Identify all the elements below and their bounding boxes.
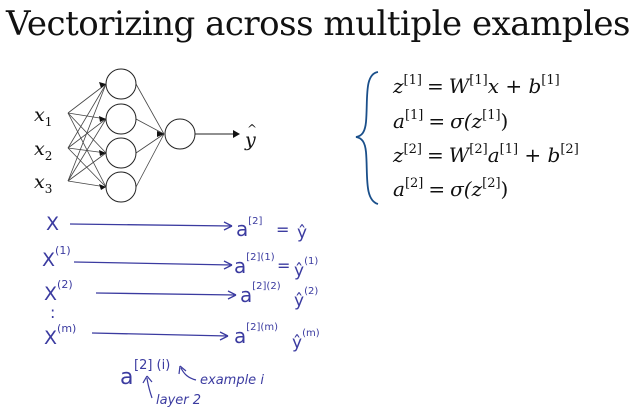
hand-x: X(1)	[42, 244, 71, 271]
hand-a: a[2](1)	[234, 252, 275, 278]
hand-a: a[2](2)	[240, 281, 281, 307]
equation-4: a[2]=σ(z[2])	[393, 176, 508, 201]
hand-x: X(m)	[44, 322, 76, 349]
hand-yhat: ŷ(m)	[292, 328, 320, 353]
hand-eq: =	[276, 220, 289, 239]
hidden-output-connections	[135, 83, 165, 188]
equation-3: z[2]=W[2]a[1] + b[2]	[392, 142, 579, 167]
input-x3: x3	[34, 171, 52, 196]
hidden-unit-3	[105, 137, 137, 169]
output-unit	[164, 118, 196, 150]
note-example-label: example i	[200, 373, 264, 388]
hand-row-4: X(m) a[2](m) ŷ(m)	[44, 322, 320, 353]
arrowheads	[99, 82, 164, 190]
equation-1: z[1]=W[1]x + b[1]	[392, 73, 560, 98]
hand-dots: :	[50, 303, 55, 322]
hand-x: X(2)	[44, 278, 73, 305]
hand-yhat: ŷ(2)	[294, 286, 318, 311]
hidden-unit-4	[105, 171, 137, 203]
hand-row-2: X(1) a[2](1) = ŷ(1)	[42, 244, 318, 281]
equation-block: z[1]=W[1]x + b[1] a[1]=σ(z[1]) z[2]=W[2]…	[392, 73, 579, 201]
notation-note: a [2] (i) example i layer 2	[120, 358, 264, 408]
handwritten-notes: X a[2] = ŷ X(1) a[2](1) = ŷ(1) X(2) a[2]…	[42, 213, 320, 408]
input-x2: x2	[34, 138, 52, 163]
input-labels: x1 x2 x3	[34, 104, 52, 196]
output-label: y ^	[244, 122, 257, 151]
output-y: y	[244, 129, 256, 151]
note-a: a	[120, 365, 133, 390]
hand-row-3: X(2) a[2](2) ŷ(2)	[44, 278, 318, 311]
neural-network-diagram	[67, 68, 240, 203]
input-hidden-connections	[67, 83, 107, 188]
hand-a: a[2](m)	[234, 322, 278, 348]
note-superscript: [2] (i)	[134, 358, 170, 373]
equation-2: a[1]=σ(z[1])	[393, 108, 508, 133]
hand-row-1: X a[2] = ŷ	[46, 213, 307, 243]
hidden-unit-2	[105, 103, 137, 135]
hidden-unit-1	[105, 68, 137, 100]
output-hat: ^	[247, 122, 257, 136]
note-layer-label: layer 2	[156, 393, 201, 408]
input-x1: x1	[34, 104, 52, 129]
slide-title: Vectorizing across multiple examples	[6, 4, 630, 44]
hand-x: X	[46, 213, 59, 235]
hand-yhat: ŷ(1)	[294, 256, 318, 281]
hand-a: a[2]	[236, 216, 263, 241]
hand-eq: =	[277, 256, 290, 275]
hand-yhat: ŷ	[297, 223, 307, 243]
left-brace	[355, 71, 379, 205]
